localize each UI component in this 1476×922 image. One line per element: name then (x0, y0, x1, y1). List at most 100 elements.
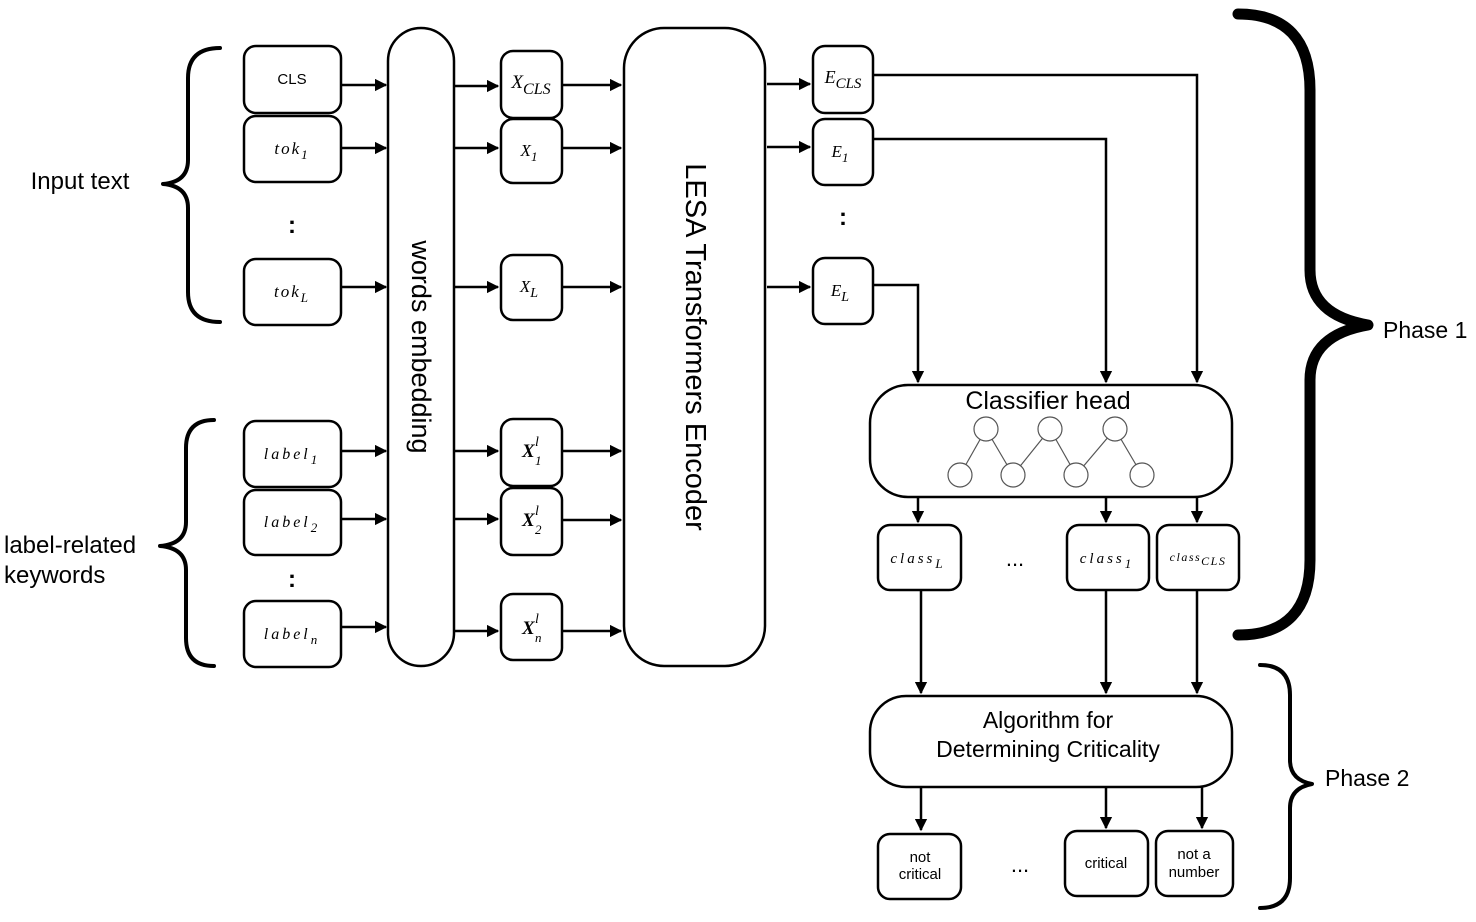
class-to-algorithm-arrows (914, 590, 1204, 695)
token-cls-box: CLS (242, 44, 343, 115)
x-label-n-box: X l n (499, 592, 564, 662)
label-n-base: label (264, 626, 311, 643)
embedding-to-x-arrows (454, 79, 500, 638)
class-L-base: class (890, 551, 935, 567)
phase1-brace (1232, 8, 1374, 641)
x-label-2-sub: 2 (535, 522, 542, 537)
class-1-sub: 1 (1125, 556, 1135, 571)
label-2-sub: 2 (311, 520, 321, 535)
svg-text:ECLS: ECLS (824, 67, 862, 92)
svg-text:E1: E1 (831, 142, 849, 165)
algorithm-to-output-arrows (914, 787, 1209, 832)
token-L-sub: L (300, 290, 310, 305)
output-not-critical-box: not critical (876, 832, 963, 901)
output-not-critical-line2: critical (899, 866, 942, 883)
svg-text:X1: X1 (520, 141, 538, 164)
output-not-a-number-line1: not a (1177, 846, 1211, 863)
token-L-box: tokL (242, 257, 343, 327)
x-1-sub: 1 (531, 149, 538, 164)
token-to-embedding-arrows (341, 78, 388, 634)
class-L-sub: L (934, 556, 945, 571)
class-1-base: class (1080, 551, 1125, 567)
classifier-to-class-arrows (911, 497, 1204, 524)
phase2-brace (1258, 663, 1314, 910)
x-label-2-box: X l 2 (499, 486, 564, 557)
algorithm-block: Algorithm for Determining Criticality (868, 694, 1234, 789)
class-ellipsis: ... (1006, 546, 1024, 571)
x-label-2-sup: l (535, 504, 539, 519)
token-1-base: tok (274, 139, 301, 158)
algorithm-title-line1: Algorithm for (983, 707, 1114, 733)
token-1-box: tok1 (242, 114, 343, 184)
x-L-sub: L (529, 286, 538, 301)
keywords-brace (158, 418, 216, 668)
algorithm-title-line2: Determining Criticality (936, 736, 1160, 762)
token-L-base: tok (274, 282, 301, 301)
class-1-box: class1 (1065, 523, 1151, 592)
x-label-1-base: X (521, 441, 536, 462)
svg-text:classL: classL (890, 551, 945, 571)
class-cls-box: classCLS (1155, 523, 1241, 592)
token-1-sub: 1 (301, 147, 310, 162)
classifier-head-block: Classifier head (868, 383, 1234, 499)
token-ellipsis: : (288, 212, 296, 239)
svg-text:tokL: tokL (274, 282, 310, 305)
label-n-sub: n (311, 632, 321, 647)
e-L-base: E (830, 281, 842, 300)
label-1-base: label (264, 446, 311, 463)
words-embedding-title: words embedding (406, 239, 436, 453)
e-ellipsis: : (839, 204, 847, 231)
e-cls-box: ECLS (811, 44, 875, 115)
transformer-encoder-title: LESA Transformers Encoder (679, 163, 711, 531)
output-ellipsis: ... (1011, 852, 1029, 877)
x-label-2-base: X (521, 510, 536, 531)
output-not-a-number-box: not a number (1154, 829, 1235, 898)
token-cls-text: CLS (277, 71, 306, 88)
class-L-box: classL (876, 523, 963, 592)
e-1-base: E (831, 142, 843, 161)
output-critical-text: critical (1085, 855, 1128, 872)
keywords-label-line2: keywords (4, 562, 105, 589)
input-text-brace (161, 46, 222, 324)
label-ellipsis: : (288, 566, 296, 593)
svg-text:labeln: labeln (264, 626, 321, 647)
x-label-1-sub: 1 (535, 453, 542, 468)
svg-text:XCLS: XCLS (510, 72, 550, 98)
e-cls-sub: CLS (836, 76, 862, 92)
x-L-box: XL (499, 253, 564, 322)
keywords-label-line1: label-related (4, 532, 136, 559)
x-cls-box: XCLS (499, 49, 564, 120)
encoder-to-e-arrows (767, 77, 812, 294)
svg-text:tok1: tok1 (274, 139, 309, 162)
words-embedding-block: words embedding (386, 26, 456, 668)
output-critical-box: critical (1063, 829, 1150, 898)
e-L-sub: L (840, 290, 849, 305)
svg-text:label1: label1 (264, 446, 321, 467)
label-1-sub: 1 (311, 452, 321, 467)
phase1-label: Phase 1 (1383, 317, 1467, 343)
class-cls-sub: CLS (1201, 554, 1226, 568)
output-not-a-number-line2: number (1169, 864, 1220, 881)
e-L-box: EL (811, 256, 875, 326)
phase2-label: Phase 2 (1325, 765, 1409, 791)
x-label-n-sub: n (535, 630, 542, 645)
x-label-1-sup: l (535, 435, 539, 450)
transformer-encoder-block: LESA Transformers Encoder (622, 26, 767, 668)
classifier-head-title: Classifier head (965, 387, 1130, 415)
x-cls-base: X (510, 72, 524, 93)
x-1-box: X1 (499, 117, 564, 185)
output-not-critical-line1: not (910, 849, 932, 866)
svg-text:EL: EL (830, 281, 849, 305)
e-1-sub: 1 (842, 150, 849, 165)
label-1-box: label1 (242, 419, 343, 489)
label-2-box: label2 (242, 488, 343, 557)
label-2-base: label (264, 514, 311, 531)
svg-text:class1: class1 (1080, 551, 1135, 571)
class-cls-base: class (1170, 550, 1202, 564)
x-label-n-base: X (521, 618, 536, 639)
e-1-box: E1 (811, 117, 875, 187)
x-to-encoder-arrows (562, 78, 623, 638)
x-L-base: X (519, 277, 531, 296)
svg-text:classCLS: classCLS (1170, 550, 1227, 568)
